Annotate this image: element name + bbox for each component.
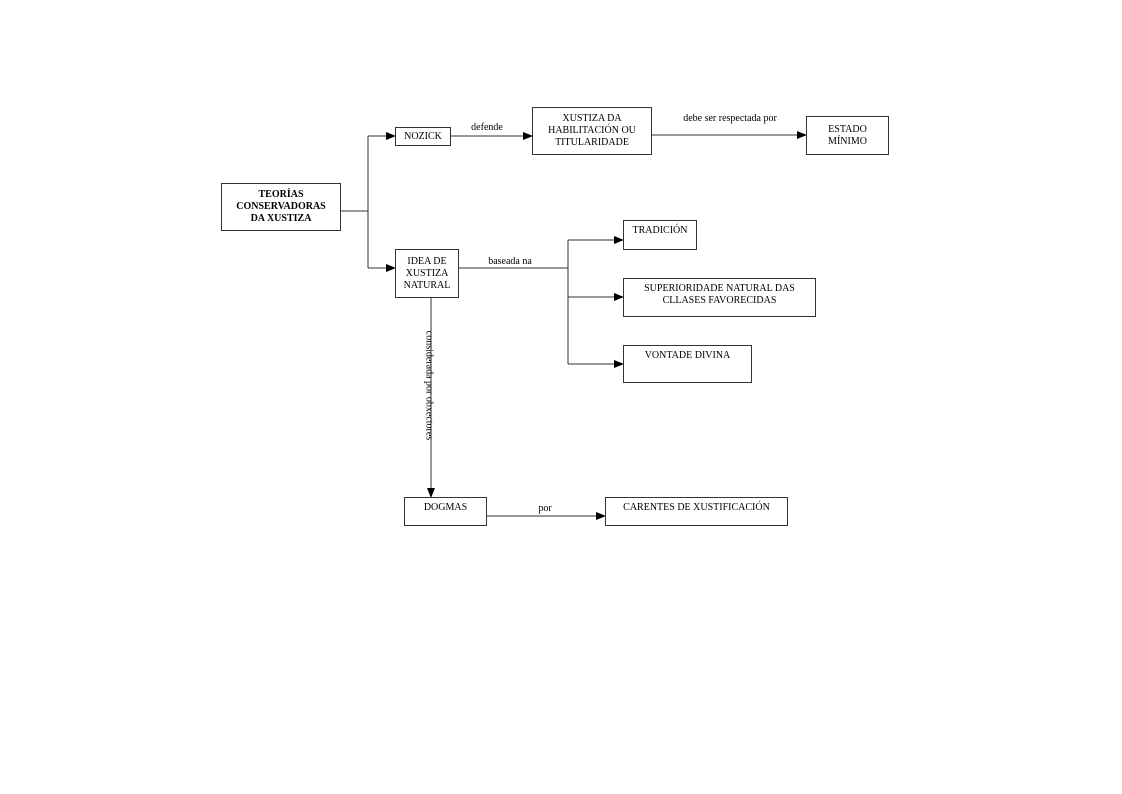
node-habilitacion: XUSTIZA DA HABILITACIÓN OU TITULARIDADE: [532, 107, 652, 155]
node-dogmas: DOGMAS: [404, 497, 487, 526]
node-label: SUPERIORIDADE NATURAL DAS CLLASES FAVORE…: [644, 283, 795, 306]
node-label: NOZICK: [404, 130, 442, 142]
node-label: CARENTES DE XUSTIFICACIÓN: [623, 502, 770, 513]
node-vontade: VONTADE DIVINA: [623, 345, 752, 383]
node-label: TRADICIÓN: [632, 225, 688, 236]
node-superioridade: SUPERIORIDADE NATURAL DAS CLLASES FAVORE…: [623, 278, 816, 317]
edge-label-respectada: debe ser respectada por: [683, 113, 777, 124]
node-label: IDEA DE XUSTIZA NATURAL: [403, 255, 451, 291]
node-carentes: CARENTES DE XUSTIFICACIÓN: [605, 497, 788, 526]
node-root: TEORÍAS CONSERVADORAS DA XUSTIZA: [221, 183, 341, 231]
node-estado-minimo: ESTADO MÍNIMO: [806, 116, 889, 155]
edge-label-defende: defende: [471, 122, 503, 133]
edge-label-considerada: considerada por obxectores: [423, 330, 435, 441]
node-tradicion: TRADICIÓN: [623, 220, 697, 250]
edge-label-por: por: [538, 503, 552, 514]
node-label: TEORÍAS CONSERVADORAS DA XUSTIZA: [236, 189, 326, 224]
edge-label-baseada: baseada na: [488, 256, 532, 267]
node-label: ESTADO MÍNIMO: [828, 123, 867, 147]
baseada-connector: [459, 240, 569, 364]
node-nozick: NOZICK: [395, 127, 451, 146]
node-label: VONTADE DIVINA: [644, 350, 731, 361]
node-idea: IDEA DE XUSTIZA NATURAL: [395, 249, 459, 298]
node-label: XUSTIZA DA HABILITACIÓN OU TITULARIDADE: [548, 113, 636, 148]
node-label: DOGMAS: [423, 502, 468, 513]
root-connector: [341, 136, 369, 268]
